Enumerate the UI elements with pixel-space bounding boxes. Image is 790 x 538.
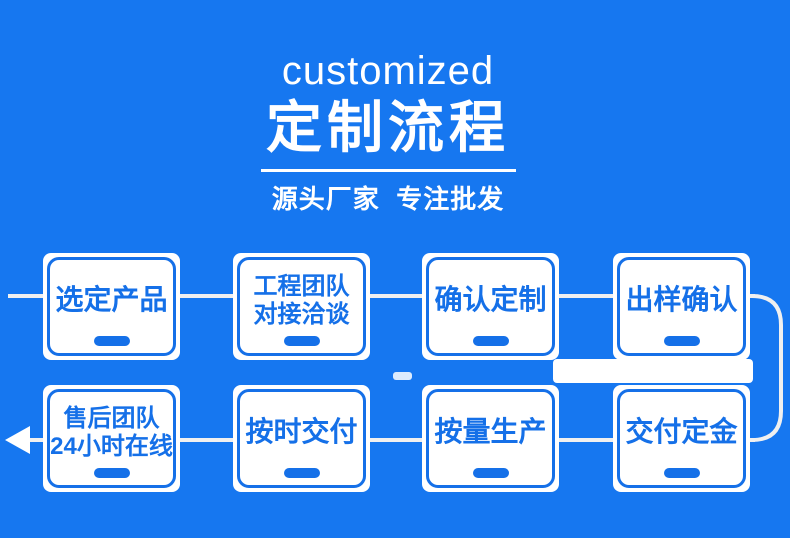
step-label: 出样确认 bbox=[625, 283, 738, 315]
step-label: 按时交付 bbox=[245, 415, 358, 447]
step-underline-pill bbox=[472, 336, 509, 346]
step-frame: 按时交付 bbox=[237, 389, 366, 488]
step-select-product: 选定产品 bbox=[43, 253, 180, 360]
step-underline-pill bbox=[93, 336, 130, 346]
step-confirm-customization: 确认定制 bbox=[422, 253, 559, 360]
step-engineering-team: 工程团队 对接洽谈 bbox=[233, 253, 370, 360]
step-frame: 出样确认 bbox=[617, 257, 746, 356]
step-label: 确认定制 bbox=[434, 283, 547, 315]
title-divider bbox=[260, 168, 516, 172]
header: customized 定制流程 源头厂家 专注批发 bbox=[0, 50, 790, 216]
step-frame: 选定产品 bbox=[47, 257, 176, 356]
step-frame: 按量生产 bbox=[426, 389, 555, 488]
step-on-time-delivery: 按时交付 bbox=[233, 385, 370, 492]
step-underline-pill bbox=[663, 468, 700, 478]
flow-curve-right bbox=[751, 294, 783, 442]
step-underline-pill bbox=[283, 468, 320, 478]
step-underline-pill bbox=[93, 468, 130, 478]
step-production-by-quantity: 按量生产 bbox=[422, 385, 559, 492]
flow-band-small bbox=[393, 372, 412, 380]
header-eyebrow: customized bbox=[281, 49, 495, 93]
step-frame: 售后团队 24小时在线 bbox=[47, 389, 176, 488]
step-label: 按量生产 bbox=[434, 415, 547, 447]
step-label: 工程团队 对接洽谈 bbox=[253, 273, 350, 328]
page-title: 定制流程 bbox=[266, 96, 510, 159]
step-underline-pill bbox=[663, 336, 700, 346]
step-label: 选定产品 bbox=[55, 283, 168, 315]
step-label: 售后团队 24小时在线 bbox=[50, 405, 173, 460]
step-sample-confirmation: 出样确认 bbox=[613, 253, 750, 360]
step-underline-pill bbox=[283, 336, 320, 346]
step-frame: 交付定金 bbox=[617, 389, 746, 488]
flow-band-right bbox=[553, 359, 753, 383]
step-deposit-payment: 交付定金 bbox=[613, 385, 750, 492]
step-label: 交付定金 bbox=[625, 415, 738, 447]
step-frame: 确认定制 bbox=[426, 257, 555, 356]
header-subtitle: 源头厂家 专注批发 bbox=[271, 183, 505, 214]
step-frame: 工程团队 对接洽谈 bbox=[237, 257, 366, 356]
step-underline-pill bbox=[472, 468, 509, 478]
arrow-left-icon bbox=[5, 426, 30, 454]
step-after-sales-team: 售后团队 24小时在线 bbox=[43, 385, 180, 492]
